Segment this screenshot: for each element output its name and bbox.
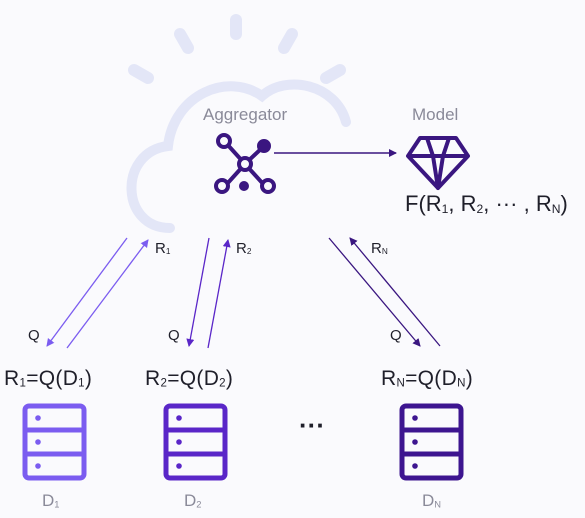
server-icon xyxy=(22,403,87,481)
dataset-label-2: D2 xyxy=(184,491,202,510)
formula-prefix: F( xyxy=(405,191,426,216)
clients-ellipsis: ··· xyxy=(299,410,325,440)
model-label: Model xyxy=(412,105,459,124)
formula-arg-sub: 2 xyxy=(476,201,484,216)
formula-arg-base: R xyxy=(535,191,552,216)
client-formula-1: R1=Q(D1) xyxy=(4,367,93,390)
diamond-icon xyxy=(406,136,470,190)
formula-arg-sub: 1 xyxy=(441,201,449,216)
client-formula-2: R2=Q(D2) xyxy=(145,367,234,390)
server-icon xyxy=(163,403,228,481)
cloud-sun-icon xyxy=(126,14,351,233)
query-arrow-1 xyxy=(46,237,128,347)
formula-arg-base: R xyxy=(460,191,477,216)
formula-suffix: ) xyxy=(560,191,568,216)
response-label-n: RN xyxy=(371,240,388,257)
query-label-1: Q xyxy=(28,327,40,344)
query-arrow-2 xyxy=(186,237,210,347)
query-label-2: Q xyxy=(168,327,180,344)
dataset-label-1: D1 xyxy=(42,491,60,510)
response-label-1: R1 xyxy=(155,240,171,257)
formula-arg-base: R xyxy=(425,191,442,216)
response-label-2: R2 xyxy=(236,240,252,257)
client-formula-n: RN=Q(DN) xyxy=(381,367,474,390)
dataset-label-n: DN xyxy=(422,491,442,510)
network-hub-icon xyxy=(214,133,276,194)
response-arrow-1 xyxy=(66,239,149,349)
query-arrow-n xyxy=(328,237,421,347)
formula-arg-sub: N xyxy=(551,201,561,216)
aggregator-label: Aggregator xyxy=(203,105,288,124)
server-icon xyxy=(399,403,464,481)
formula-ellipsis: ··· xyxy=(495,191,518,216)
response-arrow-n xyxy=(349,237,441,347)
response-arrow-2 xyxy=(207,239,231,349)
model-formula: F(R1, R2, ··· , RN) xyxy=(405,191,568,216)
query-label-n: Q xyxy=(390,327,402,344)
